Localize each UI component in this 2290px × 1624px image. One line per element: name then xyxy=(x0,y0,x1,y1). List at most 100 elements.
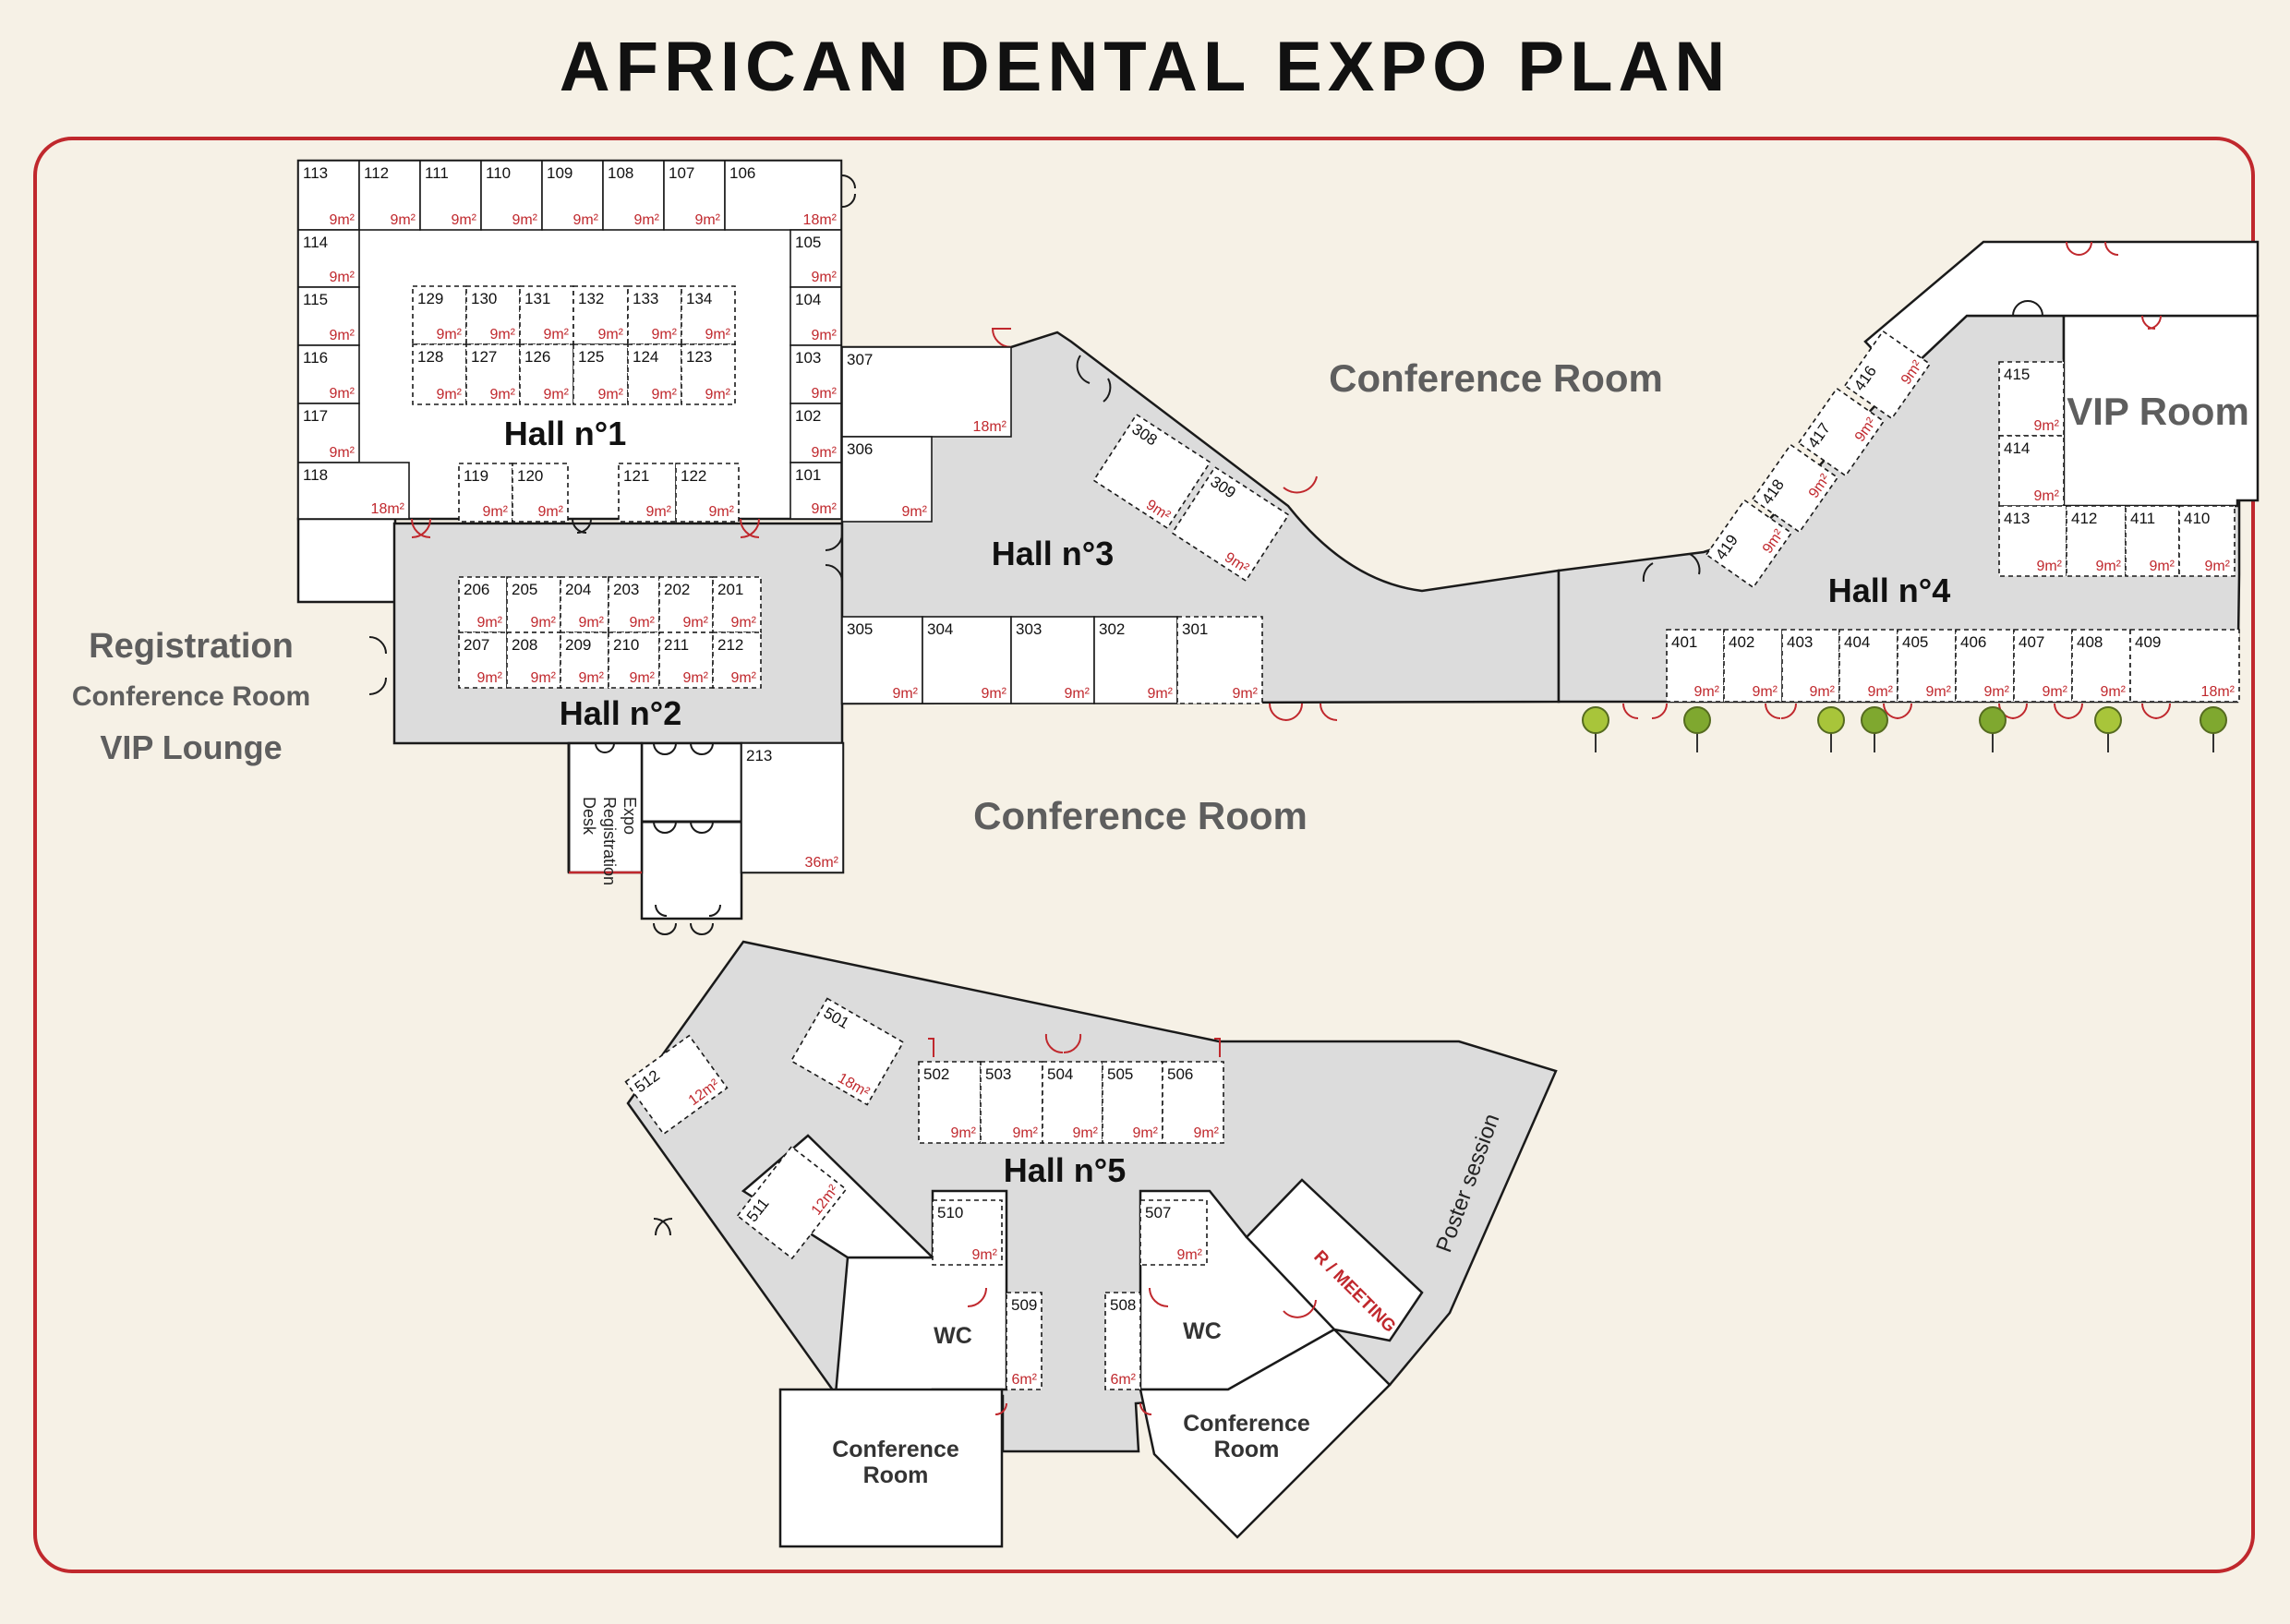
booth-123: 123 9m² xyxy=(681,343,736,405)
booth-outline xyxy=(789,403,842,463)
booth-number: 212 xyxy=(717,636,743,654)
booth-outline xyxy=(602,160,665,231)
booth-number: 510 xyxy=(937,1204,963,1221)
booth-outline xyxy=(1104,1292,1141,1390)
booth-number: 124 xyxy=(633,348,658,366)
booth-outline xyxy=(789,997,905,1106)
booth-outline xyxy=(1006,1292,1043,1390)
booth-area: 9m² xyxy=(811,501,837,517)
booth-outline xyxy=(297,462,410,520)
booth-area: 9m² xyxy=(1983,684,2009,700)
booth-outline xyxy=(2071,629,2131,703)
booth-outline xyxy=(618,463,677,523)
booth-area: 9m² xyxy=(971,1247,997,1263)
booth-area: 9m² xyxy=(651,387,677,403)
expo-registration-desk: Expo Registration Desk xyxy=(580,797,639,885)
booth-outline xyxy=(624,1034,729,1136)
booth-area: 9m² xyxy=(329,270,355,285)
booth-area: 9m² xyxy=(476,670,502,686)
booth-area: 9m² xyxy=(694,212,720,228)
booth-area: 9m² xyxy=(1809,684,1835,700)
booth-outline xyxy=(506,632,561,689)
booth-outline xyxy=(1139,1199,1208,1266)
booth-area: 9m² xyxy=(1867,684,1893,700)
booth-outline xyxy=(2125,505,2180,577)
booth-202: 202 9m² xyxy=(658,576,714,633)
booth-outline xyxy=(663,160,726,231)
booth-area: 18m² xyxy=(803,212,838,228)
booth-area: 9m² xyxy=(2149,559,2175,574)
booth-510: 510 9m² xyxy=(932,1199,1003,1266)
booth-area: 9m² xyxy=(705,387,730,403)
booth-outline xyxy=(2013,629,2073,703)
wc-right-label: WC xyxy=(1183,1318,1222,1344)
trees xyxy=(1582,706,2227,752)
conference-room-left-label-2: Room xyxy=(863,1462,929,1488)
booth-212: 212 9m² xyxy=(712,632,762,689)
booth-area: 9m² xyxy=(537,504,563,520)
booth-number: 110 xyxy=(486,164,511,182)
booth-number: 202 xyxy=(664,581,690,598)
booth-area: 9m² xyxy=(730,670,756,686)
booth-number: 120 xyxy=(517,467,543,485)
booth-area: 9m² xyxy=(1012,1125,1038,1141)
tree-icon xyxy=(1861,706,1888,752)
booth-outline xyxy=(1092,413,1211,530)
booth-number: 123 xyxy=(686,348,712,366)
booth-outline xyxy=(932,1199,1003,1266)
booth-area: 9m² xyxy=(597,327,623,343)
booth-outline xyxy=(658,576,714,633)
booth-area: 9m² xyxy=(543,387,569,403)
booth-outline xyxy=(297,286,360,346)
booth-number: 303 xyxy=(1016,620,1042,638)
booth-layer: 1139m²1129m²1119m²1109m²1099m²1089m²1079… xyxy=(297,160,2240,1390)
booth-number: 128 xyxy=(417,348,443,366)
booth-number: 131 xyxy=(524,290,550,307)
booth-outline xyxy=(297,344,360,404)
booth-area: 9m² xyxy=(682,615,708,631)
booth-area: 9m² xyxy=(2033,488,2059,504)
booth-area: 9m² xyxy=(489,387,515,403)
booth-outline xyxy=(458,632,508,689)
tree-icon xyxy=(1582,706,1609,752)
booth-number: 505 xyxy=(1107,1065,1133,1083)
booth-number: 203 xyxy=(613,581,639,598)
booth-outline xyxy=(1838,629,1898,703)
booth-area: 9m² xyxy=(543,327,569,343)
booth-area: 9m² xyxy=(708,504,734,520)
booth-number: 133 xyxy=(633,290,658,307)
booth-number: 205 xyxy=(512,581,537,598)
booth-outline xyxy=(1093,616,1178,704)
booth-outline xyxy=(2129,629,2240,703)
booth-area: 9m² xyxy=(730,615,756,631)
booth-outline xyxy=(1998,505,2067,577)
booth-outline xyxy=(1897,629,1957,703)
booth-outline xyxy=(419,160,482,231)
booth-outline xyxy=(458,463,513,523)
hall-4 xyxy=(1557,240,2260,704)
booth-number: 506 xyxy=(1167,1065,1193,1083)
booth-number: 206 xyxy=(464,581,489,598)
booth-number: 211 xyxy=(664,636,689,654)
booth-number: 209 xyxy=(565,636,591,654)
